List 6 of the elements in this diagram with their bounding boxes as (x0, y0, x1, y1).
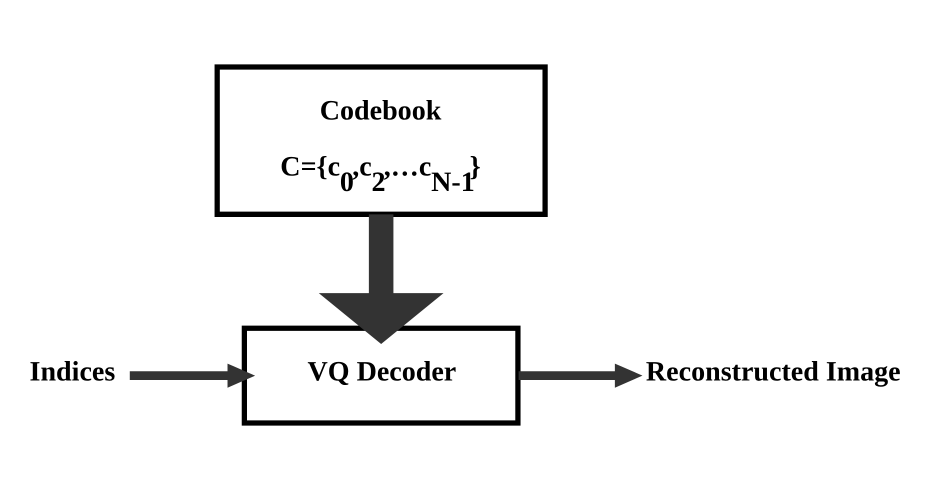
arrow (130, 364, 256, 388)
node-text: Indices (30, 356, 116, 388)
node-text: Reconstructed Image (646, 356, 901, 388)
arrow (518, 364, 642, 388)
node-box: VQ Decoder (242, 326, 521, 426)
arrow (318, 214, 444, 344)
